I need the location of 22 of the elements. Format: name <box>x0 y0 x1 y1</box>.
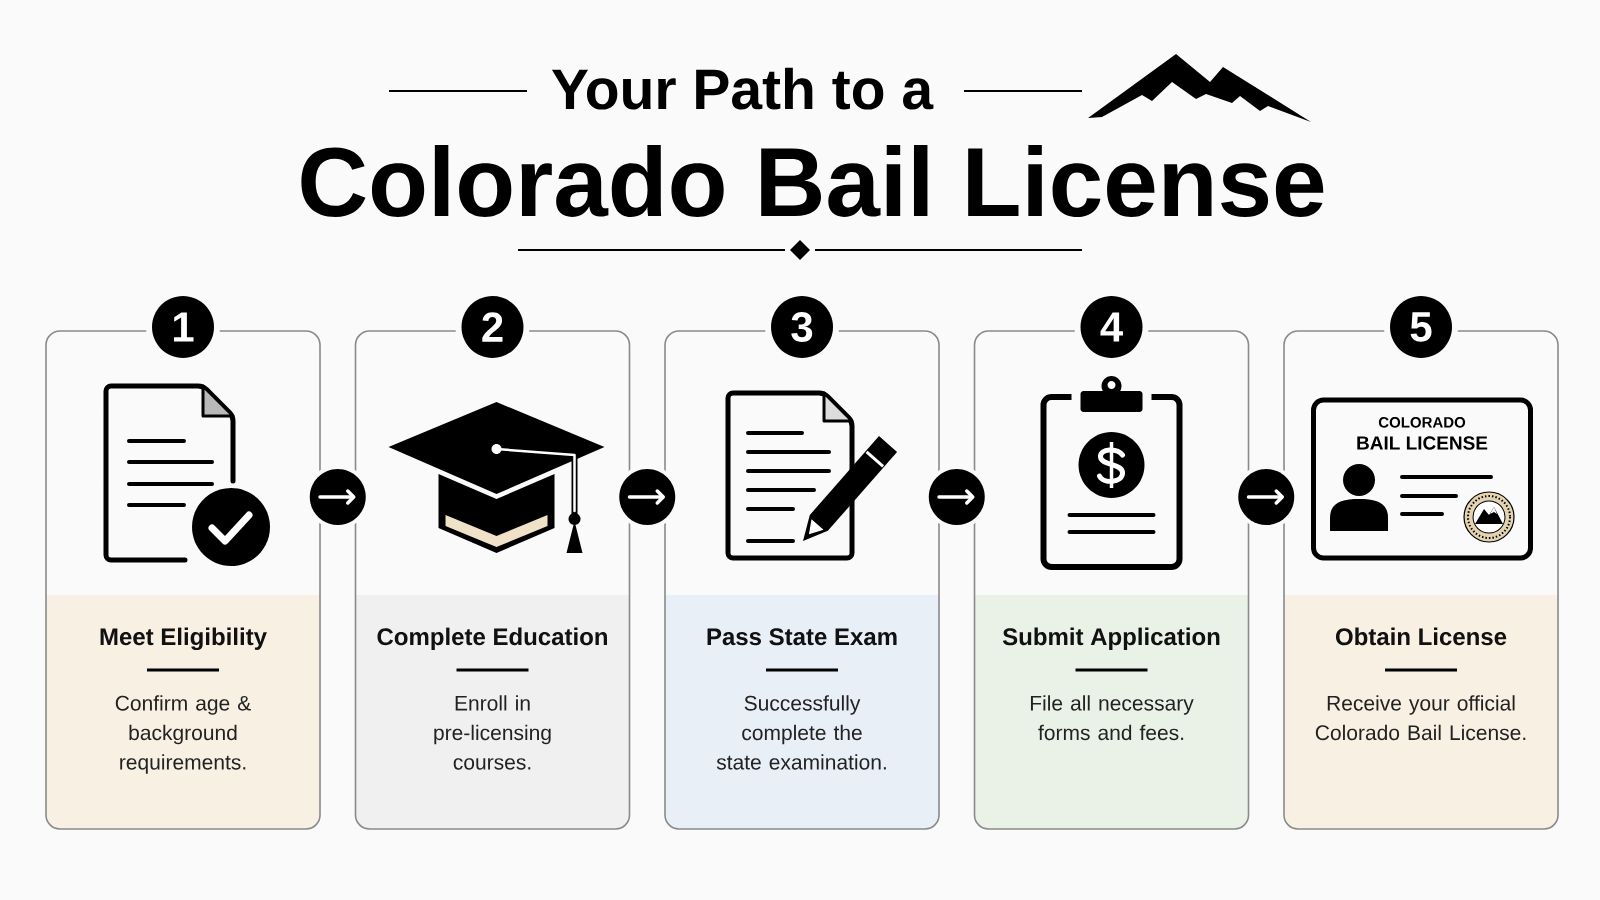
step-description: File all necessary forms and fees. <box>1030 695 1194 741</box>
step-number: 5 <box>1390 296 1452 358</box>
step-number: 3 <box>771 296 833 358</box>
step-title: Obtain License <box>1336 627 1507 646</box>
step-description: Enroll in pre-licensing courses. <box>434 695 551 770</box>
arrow-circle <box>1238 469 1295 525</box>
step-title: Submit Application <box>1002 627 1220 650</box>
subtitle: Your Path to a <box>551 67 934 110</box>
step-number: 1 <box>152 296 214 358</box>
step-title: Pass State Exam <box>707 628 897 646</box>
arrow-circle <box>928 469 985 525</box>
step-number: 2 <box>461 296 524 358</box>
arrow-circle <box>309 469 366 525</box>
title: Colorado Bail License <box>301 145 1324 217</box>
step-description: Confirm age & background requirements. <box>115 695 251 774</box>
step-title: Complete Education <box>377 627 607 650</box>
step-title: Meet Eligibility <box>100 627 267 651</box>
step-description: Receive your official Colorado Bail License. <box>1315 695 1526 741</box>
arrow-circle <box>619 469 676 525</box>
step-number: 4 <box>1080 296 1143 358</box>
license-card: COLORADO BAIL LICENSE <box>1311 397 1533 561</box>
step-description: Successfully complete the state examination. <box>716 695 886 770</box>
